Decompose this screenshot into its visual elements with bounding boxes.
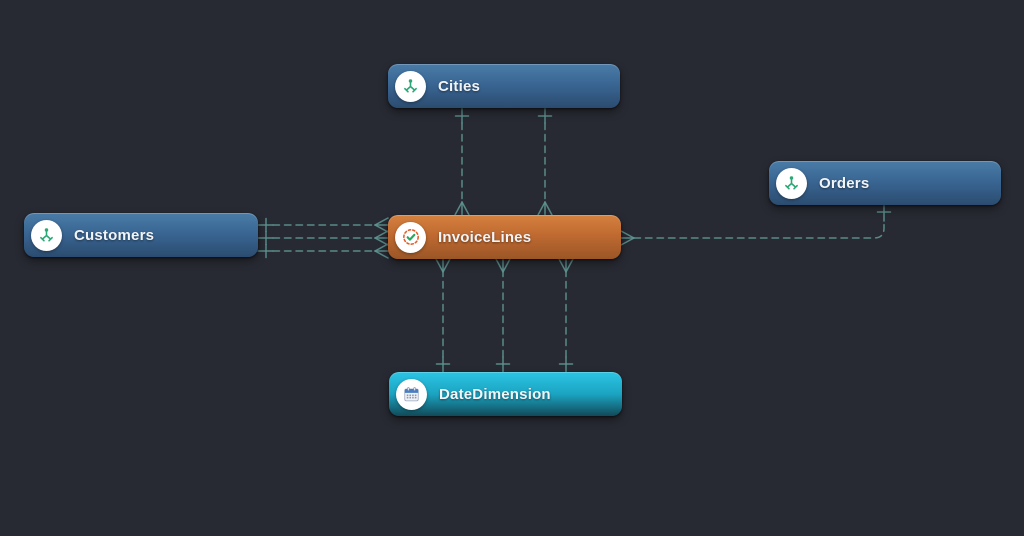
check-badge-icon: [395, 221, 426, 253]
table-node-orders[interactable]: Orders: [769, 161, 1001, 205]
branch-icon: [31, 219, 62, 251]
connection-customers-invoicelines[interactable]: [257, 217, 389, 259]
table-label: Cities: [438, 77, 481, 95]
table-node-customers[interactable]: Customers: [24, 213, 258, 257]
table-node-invoicelines[interactable]: InvoiceLines: [388, 215, 621, 259]
table-label: InvoiceLines: [438, 228, 532, 246]
connection-cities-invoicelines[interactable]: [454, 107, 553, 216]
table-label: DateDimension: [439, 385, 551, 403]
branch-icon: [776, 167, 807, 199]
connection-datedimension-invoicelines[interactable]: [435, 258, 574, 373]
branch-icon: [395, 70, 426, 102]
calendar-icon: [396, 378, 427, 410]
table-node-datedimension[interactable]: DateDimension: [389, 372, 622, 416]
table-label: Customers: [74, 226, 155, 244]
connection-orders-invoicelines[interactable]: [620, 204, 892, 246]
table-node-cities[interactable]: Cities: [388, 64, 620, 108]
table-label: Orders: [819, 174, 870, 192]
